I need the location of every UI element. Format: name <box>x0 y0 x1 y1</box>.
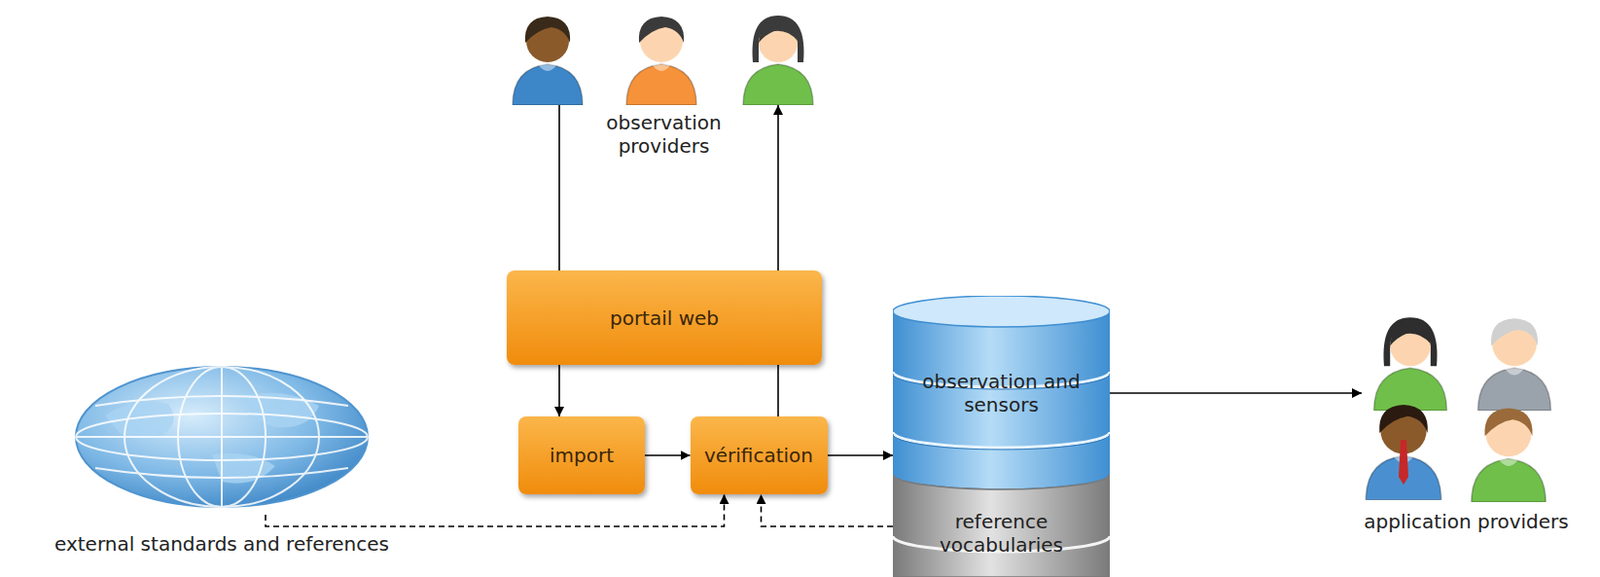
node-label: vérification <box>704 443 814 467</box>
node-label: reference vocabularies <box>914 509 1090 557</box>
database-cylinder: observation and sensors <box>892 295 1110 490</box>
node-label: import <box>549 443 614 467</box>
arrow-connector <box>827 454 894 457</box>
arrow-connector <box>777 105 780 417</box>
node-label: observation and sensors <box>904 369 1100 417</box>
arrow-connector <box>558 105 561 417</box>
arrow-connector <box>644 454 691 457</box>
dashed-connector <box>761 494 894 527</box>
database-cylinder: reference vocabularies <box>892 473 1110 577</box>
process-box: import <box>518 416 645 495</box>
node-label: portail web <box>609 306 719 330</box>
node-label: application providers <box>1335 509 1599 534</box>
dashed-connector <box>265 494 725 527</box>
actor-group: application providers <box>1361 309 1571 502</box>
arrow-connector <box>1109 391 1362 394</box>
node-label: external standards and references <box>0 532 451 556</box>
node-label: observation providers <box>576 110 752 158</box>
portal-box: portail web <box>506 270 822 365</box>
process-box: vérification <box>690 416 828 495</box>
actor-group: observation providers <box>505 7 822 106</box>
globe-icon: external standards and references <box>66 356 378 515</box>
